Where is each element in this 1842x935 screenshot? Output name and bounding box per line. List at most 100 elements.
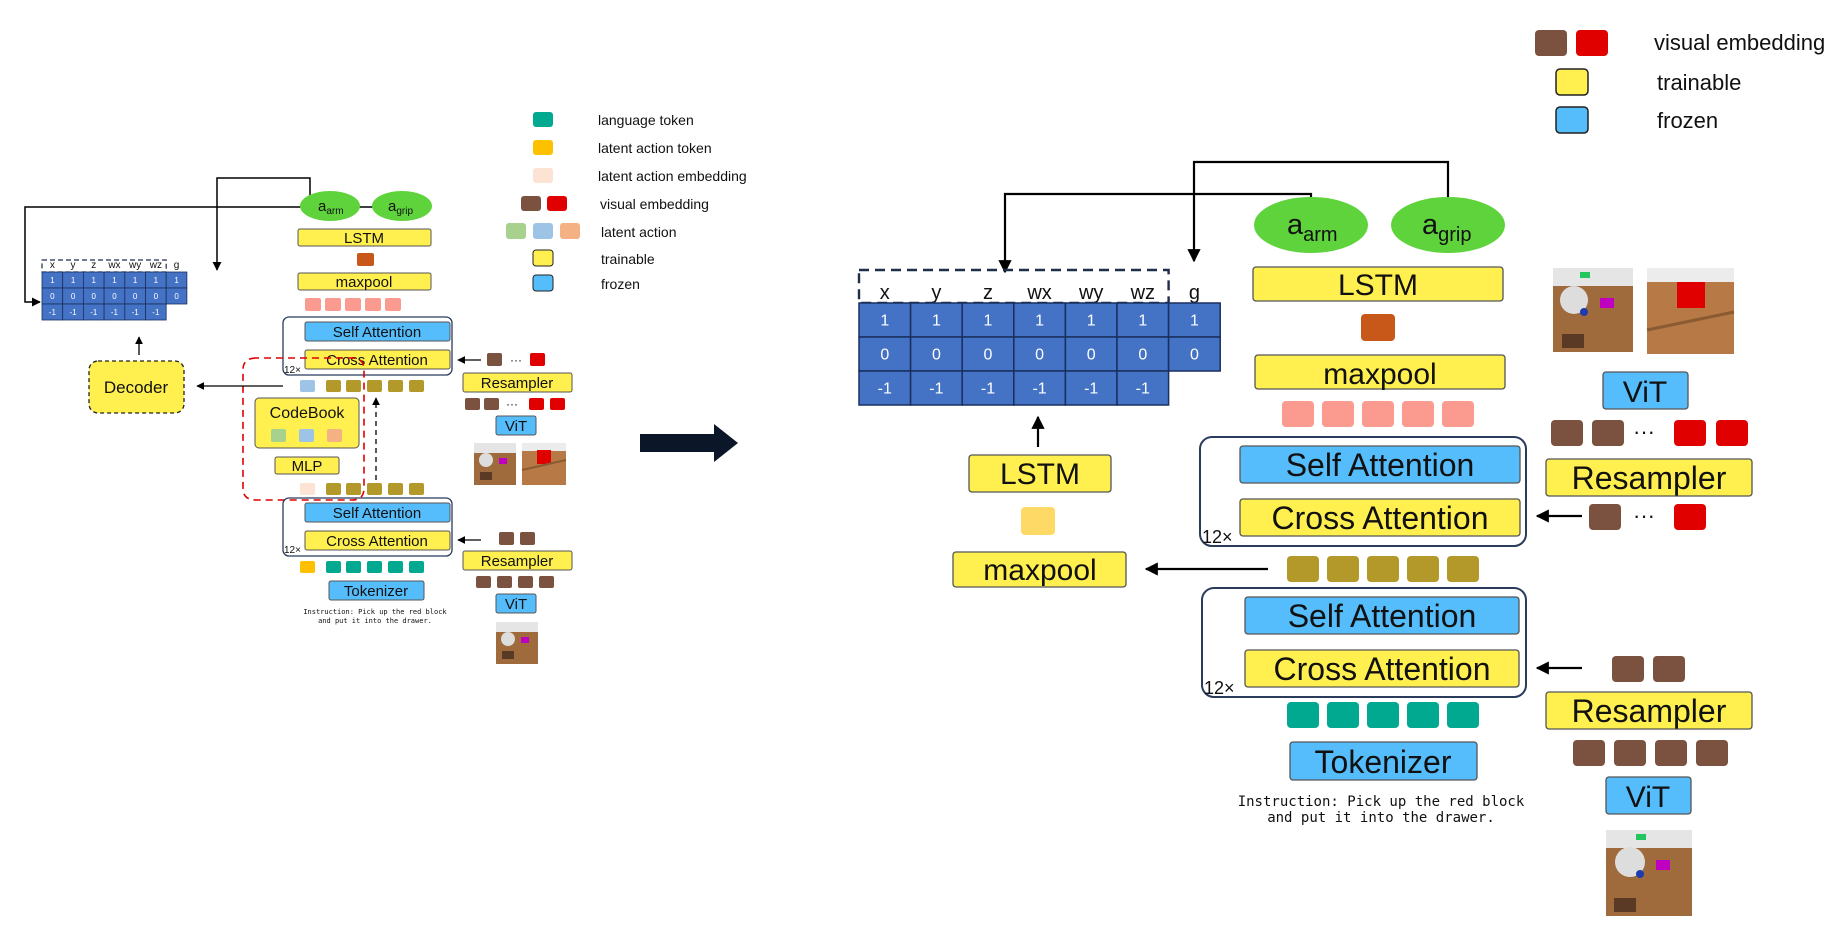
right-cross-attention-box <box>1239 498 1521 537</box>
left-vit-top-label: ViT <box>505 418 527 435</box>
left-dots-mid: ··· <box>506 397 518 411</box>
left-self-attention2-label: Self Attention <box>333 505 421 522</box>
left-attention-block-top <box>282 316 453 376</box>
left-grid-cell-value: 0 <box>50 292 55 301</box>
left-grid-cell-value: -1 <box>49 308 57 317</box>
legend-latent-action-swatch-3 <box>560 223 580 239</box>
left-grid-cell-value: 1 <box>71 276 76 285</box>
left-vit-bottom-box <box>495 593 537 614</box>
left-repeat-label: 12× <box>284 365 301 376</box>
left-cross-attention2-box <box>304 530 451 551</box>
left-codebook-blue <box>299 429 314 442</box>
left-tokenizer-label: Tokenizer <box>344 583 408 600</box>
legend-large-frozen-label: frozen <box>1657 108 1718 133</box>
left-resampler-bottom-box <box>462 550 573 571</box>
left-mlp-label: MLP <box>292 458 323 475</box>
right-lstm-top-label: LSTM <box>1338 269 1418 302</box>
right-salmon-tokens <box>1282 401 1474 427</box>
left-self-attention2-box <box>304 502 451 523</box>
legend-latent-action-token-label: latent action token <box>598 140 712 156</box>
left-maxpool-box <box>297 272 432 291</box>
right-grid-cell-value: -1 <box>1032 381 1046 398</box>
left-arm-feedback-line <box>212 177 311 271</box>
legend-latent-action-embedding-label: latent action embedding <box>598 168 747 184</box>
right-a-arm-node <box>1254 197 1368 253</box>
left-grid-header-wy: wy <box>128 260 141 271</box>
left-diagram: aarm agrip LSTM maxpool Self Attention C… <box>24 177 573 664</box>
right-self-attention2-label: Self Attention <box>1288 598 1477 634</box>
left-grid-cell-value: 0 <box>174 292 179 301</box>
right-tokenizer-label: Tokenizer <box>1315 744 1452 780</box>
legend-latent-action-swatch-1 <box>506 223 526 239</box>
left-scene-image-1 <box>474 443 516 485</box>
right-grid-header-g: g <box>1189 282 1200 304</box>
legend-latent-action-embedding-swatch <box>533 168 553 183</box>
right-grid-cell <box>858 370 912 406</box>
right-grid-cell <box>858 302 912 338</box>
right-grid-cell <box>1064 302 1118 338</box>
right-tokenizer-box <box>1289 741 1478 781</box>
right-repeat-label: 12× <box>1202 527 1233 547</box>
right-resampler-bottom-label: Resampler <box>1572 693 1727 729</box>
right-maxpool-mid-box <box>952 551 1127 588</box>
legend-trainable-swatch <box>532 249 554 267</box>
left-a-grip-label: agrip <box>388 198 413 217</box>
left-grid-header-g: g <box>174 260 180 271</box>
right-grid-header-box <box>857 268 1170 305</box>
left-visual-brown-b1 <box>499 532 514 545</box>
right-grid-cell-value: 0 <box>1035 347 1044 364</box>
right-visual-tokens-bottom <box>1573 740 1728 766</box>
right-resampler-top-box <box>1545 458 1753 497</box>
legend-large-frozen-swatch <box>1555 106 1589 134</box>
left-visual-red-top <box>530 353 545 366</box>
right-cross-attention-label: Cross Attention <box>1272 500 1489 536</box>
left-grid-cell-value: -1 <box>111 308 119 317</box>
right-grid-cell <box>961 370 1015 406</box>
right-grid-cell <box>961 336 1015 372</box>
right-grid-header-wx: wx <box>1026 282 1051 304</box>
left-codebook-label: CodeBook <box>270 405 346 422</box>
left-grid-cell-value: 1 <box>112 276 117 285</box>
right-grid-cell-value: -1 <box>1084 381 1098 398</box>
left-grid-cell <box>165 287 188 305</box>
legend-large-trainable-label: trainable <box>1657 70 1741 95</box>
left-olive-tokens-bottom <box>300 483 424 495</box>
left-maxpool-label: maxpool <box>336 274 393 291</box>
right-self-attention-label: Self Attention <box>1286 447 1475 483</box>
left-attention-block-bottom <box>282 497 453 557</box>
right-a-grip-label: agrip <box>1422 209 1472 246</box>
left-grid-cell-value: 1 <box>92 276 97 285</box>
right-cross-attention2-box <box>1244 649 1520 688</box>
right-grid-cell-value: 1 <box>984 313 993 330</box>
legend-trainable-label: trainable <box>601 251 655 267</box>
left-grid-cell-value: 0 <box>133 292 138 301</box>
left-lstm-box <box>297 228 432 247</box>
left-grid-cell-value: 0 <box>71 292 76 301</box>
left-visual-tokens-bottom <box>476 576 554 588</box>
left-cross-attention-box <box>304 349 451 370</box>
legend-large: visual embedding trainable frozen <box>1535 30 1825 134</box>
legend-visual-red-swatch <box>547 196 567 211</box>
right-yellow-token <box>1021 507 1055 535</box>
legend-language-token-label: language token <box>598 112 694 128</box>
right-grid-cell <box>909 336 963 372</box>
left-cross-attention2-label: Cross Attention <box>326 533 428 550</box>
right-lstm-mid-box <box>968 454 1112 493</box>
left-decoder-box <box>88 360 185 414</box>
right-grid-cell-value: 0 <box>932 347 941 364</box>
right-dots-top: ··· <box>1633 503 1655 528</box>
left-cross-attention-label: Cross Attention <box>326 352 428 369</box>
left-grid-cell-value: -1 <box>152 308 160 317</box>
right-grid-cell-value: 0 <box>1190 347 1199 364</box>
right-grid-cell-value: 0 <box>1087 347 1096 364</box>
legend-visual-brown-swatch <box>521 196 541 211</box>
right-self-attention-box <box>1239 445 1521 484</box>
left-grid-cell-value: -1 <box>90 308 98 317</box>
right-scene-image-3 <box>1606 830 1692 916</box>
left-vit-bottom-label: ViT <box>505 596 527 613</box>
right-grid-cell-value: 1 <box>1087 313 1096 330</box>
legend-latent-action-swatch-2 <box>533 223 553 239</box>
left-grid-cell-value: -1 <box>69 308 77 317</box>
left-grid-cell-value: 1 <box>154 276 159 285</box>
